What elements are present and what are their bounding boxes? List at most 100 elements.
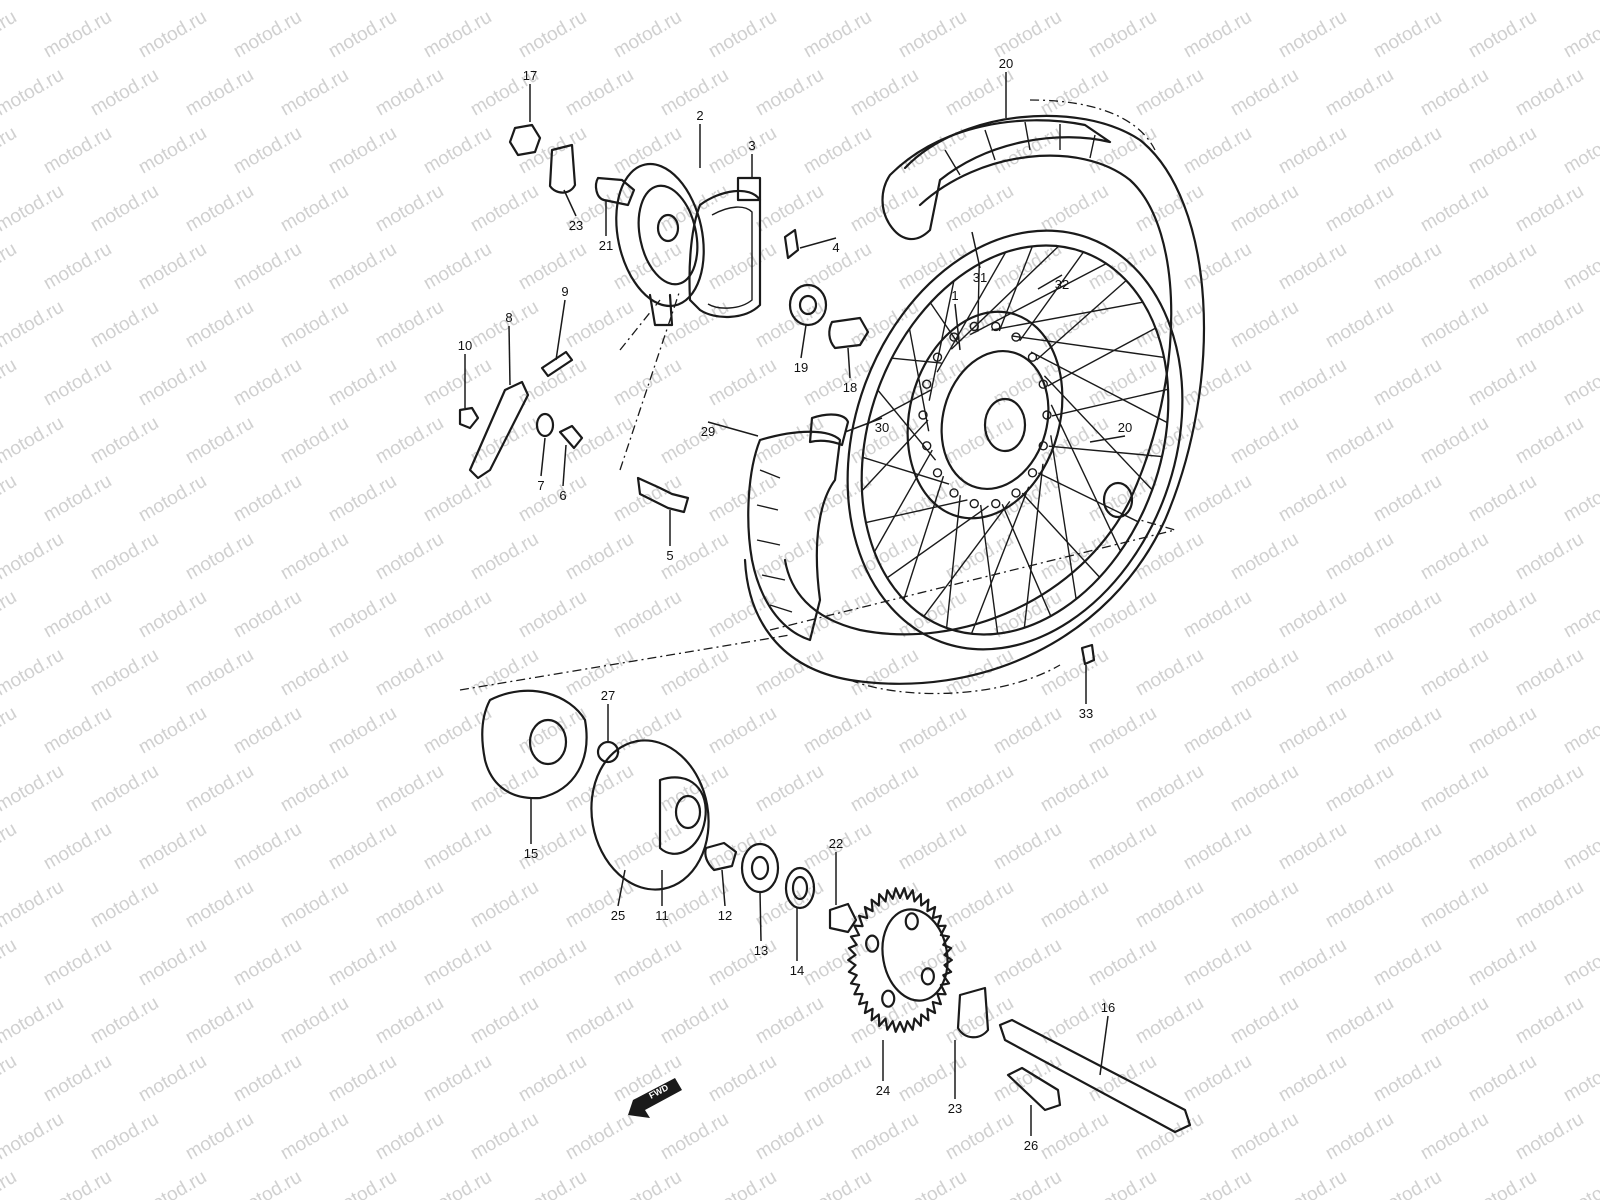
watermark-text: motod.ru [87,761,162,817]
watermark-text: motod.ru [372,761,447,817]
watermark-text: motod.ru [895,239,970,295]
watermark-text: motod.ru [87,0,162,4]
watermark-text: motod.ru [0,65,67,121]
watermark-text: motod.ru [657,413,732,469]
watermark-text: motod.ru [1465,935,1540,991]
sprocket-center [881,908,949,1002]
watermark-text: motod.ru [0,1051,20,1107]
watermark-text: motod.ru [752,645,827,701]
watermark-text: motod.ru [230,1051,305,1107]
spoke [1023,463,1044,628]
watermark-text: motod.ru [1132,645,1207,701]
nut-10 [458,406,480,430]
hub-hole [1011,488,1021,498]
spoke [867,389,932,425]
watermark-text: motod.ru [182,529,257,585]
callout-leader [508,325,511,386]
watermark-text: motod.ru [277,529,352,585]
callout-label: 18 [843,380,857,395]
watermark-text: motod.ru [942,761,1017,817]
watermark-text: motod.ru [1465,239,1540,295]
watermark-text: motod.ru [1465,587,1540,643]
watermark-text: motod.ru [1085,935,1160,991]
watermark-text: motod.ru [1322,181,1397,237]
watermark-text: motod.ru [990,935,1065,991]
watermark-text: motod.ru [1322,761,1397,817]
watermark-text: motod.ru [1417,993,1492,1049]
watermark-text: motod.ru [230,471,305,527]
callout-label: 25 [611,908,625,923]
watermark-text: motod.ru [515,587,590,643]
centerlines [459,99,1178,695]
watermark-text: motod.ru [1465,7,1540,63]
watermark-text: motod.ru [1180,355,1255,411]
watermark-text: motod.ru [1227,993,1302,1049]
hub-hole [949,488,959,498]
tire-section-tread [756,469,793,613]
watermark-text: motod.ru [657,65,732,121]
watermark-text: motod.ru [325,703,400,759]
watermark-text: motod.ru [1370,355,1445,411]
watermark-text: motod.ru [182,0,257,4]
watermark-text: motod.ru [0,1167,20,1200]
watermark-text: motod.ru [40,703,115,759]
watermark-text: motod.ru [752,877,827,933]
watermark-text: motod.ru [87,529,162,585]
chain-adjuster-bottom [956,986,990,1039]
watermark-text: motod.ru [182,645,257,701]
watermark-text: motod.ru [372,993,447,1049]
hub-hole [1038,379,1048,389]
watermark-text: motod.ru [1322,65,1397,121]
watermark-text: motod.ru [1275,1167,1350,1200]
sprocket-drum-25 [590,739,710,891]
watermark-text: motod.ru [372,1109,447,1165]
watermark-text: motod.ru [610,123,685,179]
callout-label: 19 [794,360,808,375]
watermark-text: motod.ru [467,181,542,237]
spoke [1030,351,1168,424]
watermark-text: motod.ru [800,355,875,411]
callout-leader [562,444,567,487]
watermark-text: motod.ru [182,65,257,121]
oil-seal-14-inner [791,875,809,901]
watermark-text: motod.ru [40,7,115,63]
watermark-text: motod.ru [1560,819,1600,875]
callout-label: 4 [832,240,839,255]
watermark-text: motod.ru [277,645,352,701]
callout-label: 7 [537,478,544,493]
tire-outer [743,114,1206,685]
bolt-5 [636,476,690,514]
watermark-text: motod.ru [705,703,780,759]
watermark-text: motod.ru [420,355,495,411]
watermark-text: motod.ru [942,1109,1017,1165]
watermark-text: motod.ru [1227,529,1302,585]
watermark-text: motod.ru [325,819,400,875]
hub-spoke-holes [918,321,1052,509]
watermark-text: motod.ru [1227,1109,1302,1165]
watermark-text: motod.ru [1512,181,1587,237]
watermark-text: motod.ru [420,819,495,875]
watermark-text: motod.ru [1417,0,1492,4]
watermark-text: motod.ru [1560,239,1600,295]
watermark-text: motod.ru [1465,819,1540,875]
spoke [1047,327,1156,387]
watermark-text: motod.ru [657,645,732,701]
watermark-text: motod.ru [942,413,1017,469]
watermark-text: motod.ru [1322,877,1397,933]
watermark-text: motod.ru [847,877,922,933]
spoke [970,486,1030,635]
watermark-text: motod.ru [0,413,67,469]
watermark-text: motod.ru [1275,935,1350,991]
callout-leader [617,869,626,907]
watermark-text: motod.ru [0,645,67,701]
watermark-text: motod.ru [40,935,115,991]
watermark-text: motod.ru [0,877,67,933]
bearing-13-inner [750,855,770,881]
callout-label: 29 [701,424,715,439]
bolt-9 [540,350,574,378]
watermark-text: motod.ru [325,935,400,991]
watermark-text: motod.ru [942,877,1017,933]
watermark-text: motod.ru [895,1167,970,1200]
watermark-text: motod.ru [562,993,637,1049]
brake-camshaft-boss [656,213,680,243]
